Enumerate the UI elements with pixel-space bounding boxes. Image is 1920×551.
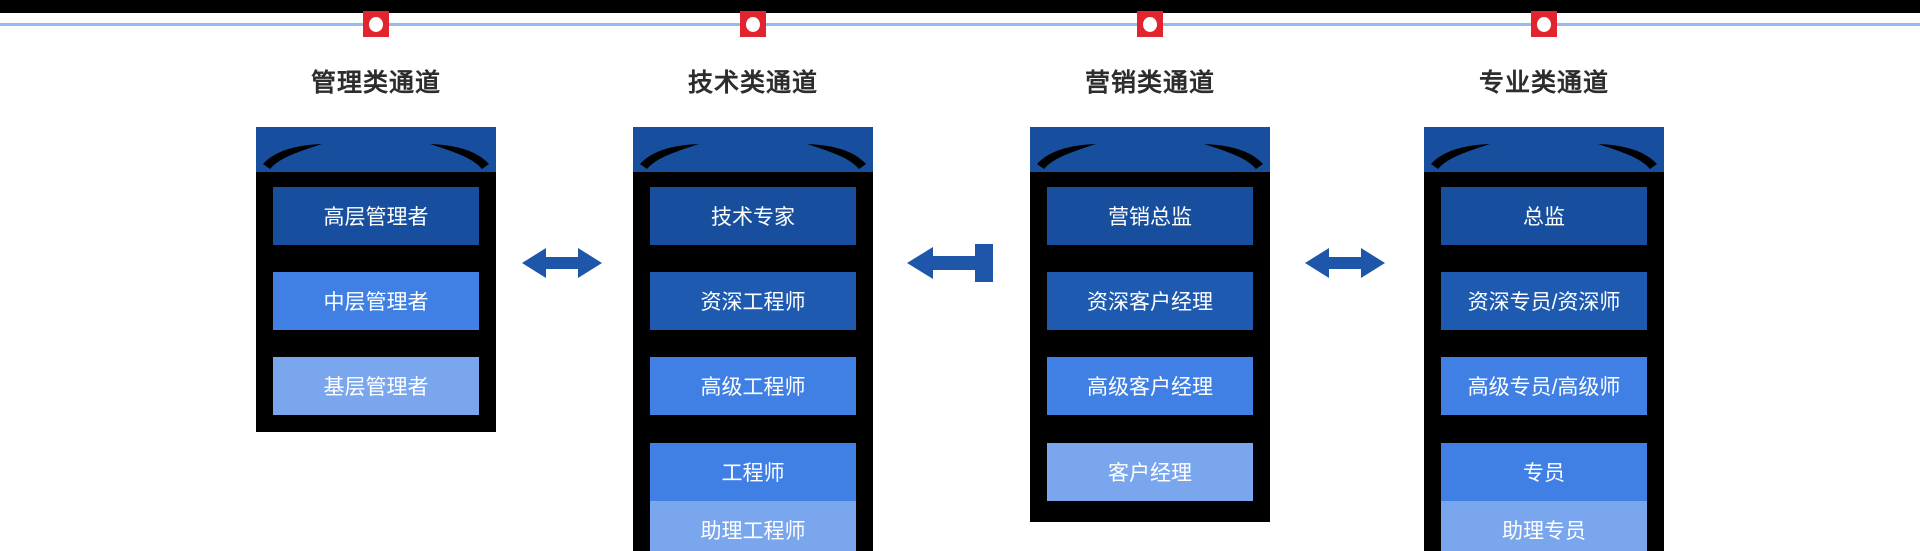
level-label: 助理专员 <box>1502 520 1586 543</box>
level-box: 技术专家 <box>650 187 856 245</box>
level-label: 高级工程师 <box>700 376 806 399</box>
ladder-frame: 营销总监 资深客户经理 高级客户经理 客户经理 <box>1030 127 1270 522</box>
timeline-marker <box>1137 11 1163 37</box>
banner-swoosh-right-icon <box>1598 144 1657 169</box>
ladder-frame: 总监 资深专员/资深师 高级专员/高级师 专员 助理专员 <box>1424 127 1664 551</box>
level-label: 总监 <box>1523 206 1565 229</box>
level-label: 资深专员/资深师 <box>1467 291 1621 314</box>
banner-swoosh-left-icon <box>1431 144 1490 169</box>
left-arrow-icon <box>907 244 993 282</box>
level-box: 客户经理 <box>1047 443 1253 501</box>
channel-technical: 技术类通道 技术专家 资深工程师 高级工程师 工程师 助理工程师 <box>633 69 873 551</box>
level-box: 资深工程师 <box>650 272 856 330</box>
level-box: 资深专员/资深师 <box>1441 272 1647 330</box>
marker-dot-icon <box>1537 16 1551 32</box>
level-label: 高级专员/高级师 <box>1467 376 1621 399</box>
level-label: 中层管理者 <box>323 291 429 314</box>
level-box: 高层管理者 <box>273 187 479 245</box>
banner-swoosh-right-icon <box>1204 144 1263 169</box>
level-label: 高层管理者 <box>323 206 429 229</box>
timeline-line <box>0 23 1920 26</box>
ladder-frame: 技术专家 资深工程师 高级工程师 工程师 助理工程师 <box>633 127 873 551</box>
level-label: 高级客户经理 <box>1087 376 1213 399</box>
top-black-bar <box>0 0 1920 13</box>
double-arrow-icon <box>1305 247 1385 279</box>
level-label: 工程师 <box>721 462 785 485</box>
level-box: 助理专员 <box>1441 501 1647 551</box>
ladder-banner <box>633 127 873 172</box>
level-label: 客户经理 <box>1108 462 1192 485</box>
banner-swoosh-left-icon <box>1037 144 1096 169</box>
banner-swoosh-left-icon <box>263 144 322 169</box>
banner-swoosh-left-icon <box>640 144 699 169</box>
ladder-banner <box>1424 127 1664 172</box>
channel-marketing: 营销类通道 营销总监 资深客户经理 高级客户经理 客户经理 <box>1030 69 1270 522</box>
level-label: 资深客户经理 <box>1087 291 1213 314</box>
channel-title: 营销类通道 <box>1084 69 1215 97</box>
channel-title: 管理类通道 <box>310 69 441 97</box>
channel-management: 管理类通道 高层管理者 中层管理者 基层管理者 <box>256 69 496 432</box>
channel-title: 专业类通道 <box>1478 69 1609 97</box>
ladder-banner <box>1030 127 1270 172</box>
level-box: 营销总监 <box>1047 187 1253 245</box>
marker-dot-icon <box>746 16 760 32</box>
level-box: 基层管理者 <box>273 357 479 415</box>
level-box: 助理工程师 <box>650 501 856 551</box>
level-box: 专员 <box>1441 443 1647 501</box>
timeline-marker <box>740 11 766 37</box>
marker-dot-icon <box>369 16 383 32</box>
timeline-marker <box>1531 11 1557 37</box>
level-box: 工程师 <box>650 443 856 501</box>
level-box: 资深客户经理 <box>1047 272 1253 330</box>
marker-dot-icon <box>1143 16 1157 32</box>
level-label: 专员 <box>1523 462 1565 485</box>
level-box: 高级客户经理 <box>1047 357 1253 415</box>
level-label: 技术专家 <box>711 206 795 229</box>
banner-swoosh-right-icon <box>807 144 866 169</box>
level-label: 基层管理者 <box>323 376 429 399</box>
level-box: 高级专员/高级师 <box>1441 357 1647 415</box>
banner-swoosh-right-icon <box>430 144 489 169</box>
timeline-marker <box>363 11 389 37</box>
level-box: 高级工程师 <box>650 357 856 415</box>
level-label: 助理工程师 <box>700 520 806 543</box>
channel-title: 技术类通道 <box>687 69 818 97</box>
level-box: 中层管理者 <box>273 272 479 330</box>
ladder-frame: 高层管理者 中层管理者 基层管理者 <box>256 127 496 432</box>
level-box: 总监 <box>1441 187 1647 245</box>
channel-professional: 专业类通道 总监 资深专员/资深师 高级专员/高级师 专员 助理专员 <box>1424 69 1664 551</box>
level-label: 营销总监 <box>1108 206 1192 229</box>
level-label: 资深工程师 <box>700 291 806 314</box>
ladder-banner <box>256 127 496 172</box>
double-arrow-icon <box>522 247 602 279</box>
